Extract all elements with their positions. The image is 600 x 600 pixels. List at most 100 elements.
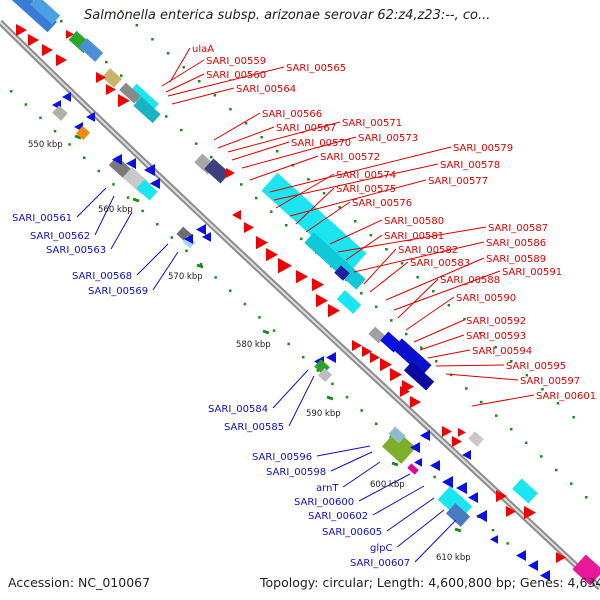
gene-label: SARI_00584 xyxy=(208,404,268,415)
label-connector xyxy=(167,66,285,97)
minor-tick xyxy=(182,66,185,69)
minor-tick xyxy=(585,496,588,499)
scale-tick xyxy=(391,461,399,467)
scale-tick xyxy=(262,329,270,335)
label-connector xyxy=(342,461,381,488)
minor-tick xyxy=(463,318,466,321)
label-connector xyxy=(329,219,383,245)
label-connector xyxy=(273,163,439,201)
gene-label: SARI_00585 xyxy=(224,422,284,433)
minor-tick xyxy=(331,382,334,386)
minor-tick xyxy=(258,316,261,319)
minor-tick xyxy=(105,60,108,64)
label-connector xyxy=(269,146,452,193)
gene-block xyxy=(78,38,104,62)
label-connector xyxy=(369,261,409,293)
gene-block xyxy=(336,290,362,314)
gene-label: SARI_00560 xyxy=(206,70,266,81)
minor-tick xyxy=(300,237,303,241)
minor-tick xyxy=(307,178,310,181)
gene-block xyxy=(572,554,600,586)
minor-tick xyxy=(400,262,404,265)
gene-arrow xyxy=(232,210,241,220)
scale-tick xyxy=(196,263,204,269)
gene-arrow xyxy=(528,560,538,571)
gene-arrow xyxy=(112,154,122,165)
gene-label: SARI_00595 xyxy=(506,361,566,372)
label-connector xyxy=(413,319,465,343)
gene-arrow xyxy=(28,34,39,47)
gene-arrow xyxy=(266,248,278,262)
scale-tick xyxy=(74,134,82,140)
minor-tick xyxy=(185,249,188,253)
gene-label: SARI_00588 xyxy=(440,275,500,286)
minor-tick xyxy=(506,542,509,545)
gene-label: SARI_00564 xyxy=(236,84,296,95)
minor-tick xyxy=(126,196,130,199)
gene-arrow xyxy=(430,460,440,471)
minor-tick xyxy=(198,80,201,83)
minor-tick xyxy=(272,329,276,332)
scale-label: 610 kbp xyxy=(436,553,471,563)
gene-arrow xyxy=(66,30,74,39)
gene-block xyxy=(102,68,122,88)
minor-tick xyxy=(556,402,560,405)
label-connector xyxy=(316,445,371,457)
minor-tick xyxy=(375,305,378,309)
gene-label: ulaA xyxy=(192,44,214,55)
minor-tick xyxy=(97,169,101,173)
minor-tick xyxy=(287,342,290,346)
minor-tick xyxy=(60,20,63,23)
gene-arrow xyxy=(196,224,206,235)
label-connector-layer xyxy=(76,47,535,563)
minor-tick xyxy=(540,455,543,458)
gene-block xyxy=(403,361,435,391)
label-connector xyxy=(397,278,439,319)
genome-title: Salmonella enterica subsp. arizonae sero… xyxy=(84,8,491,23)
minor-tick xyxy=(240,183,243,186)
gene-block xyxy=(133,96,161,124)
gene-arrow xyxy=(380,358,392,372)
gene-label: SARI_00561 xyxy=(12,213,72,224)
gene-block xyxy=(3,0,57,33)
minor-tick xyxy=(316,369,320,372)
label-connector xyxy=(213,112,261,141)
gene-label: SARI_00601 xyxy=(536,391,596,402)
gene-arrow xyxy=(352,340,362,351)
scale-label: 590 kbp xyxy=(306,409,341,419)
minor-tick xyxy=(229,289,232,292)
gene-arrow xyxy=(244,222,254,233)
minor-tick xyxy=(120,74,123,77)
minor-tick xyxy=(243,302,247,306)
gene-block xyxy=(204,158,230,184)
gene-label: SARI_00559 xyxy=(206,56,266,67)
gene-label: SARI_00589 xyxy=(486,254,546,265)
gene-label: SARI_00605 xyxy=(322,527,382,538)
minor-tick xyxy=(494,346,497,349)
minor-tick xyxy=(369,234,373,237)
label-connector xyxy=(353,241,485,273)
gene-arrow xyxy=(202,232,211,242)
gene-label: glpC xyxy=(370,543,392,554)
scale-label: 580 kbp xyxy=(236,340,271,350)
genome-backbone-inner xyxy=(0,21,600,589)
gene-arrow xyxy=(62,92,71,102)
gene-arrow xyxy=(490,535,498,544)
minor-tick xyxy=(491,528,495,532)
minor-tick xyxy=(135,24,139,27)
label-connector xyxy=(288,375,315,427)
label-connector xyxy=(161,59,205,87)
gene-label: SARI_00576 xyxy=(352,198,412,209)
gene-label: SARI_00598 xyxy=(266,467,326,478)
minor-tick xyxy=(420,346,423,349)
minor-tick xyxy=(270,210,273,213)
minor-tick xyxy=(244,122,248,125)
minor-tick xyxy=(478,332,482,335)
gene-block xyxy=(52,105,68,121)
label-connector xyxy=(171,87,235,105)
scale-label: 550 kbp xyxy=(28,140,63,150)
gene-block xyxy=(381,430,417,464)
gene-label: SARI_00573 xyxy=(358,133,418,144)
minor-tick xyxy=(525,374,529,377)
minor-tick xyxy=(170,236,174,239)
